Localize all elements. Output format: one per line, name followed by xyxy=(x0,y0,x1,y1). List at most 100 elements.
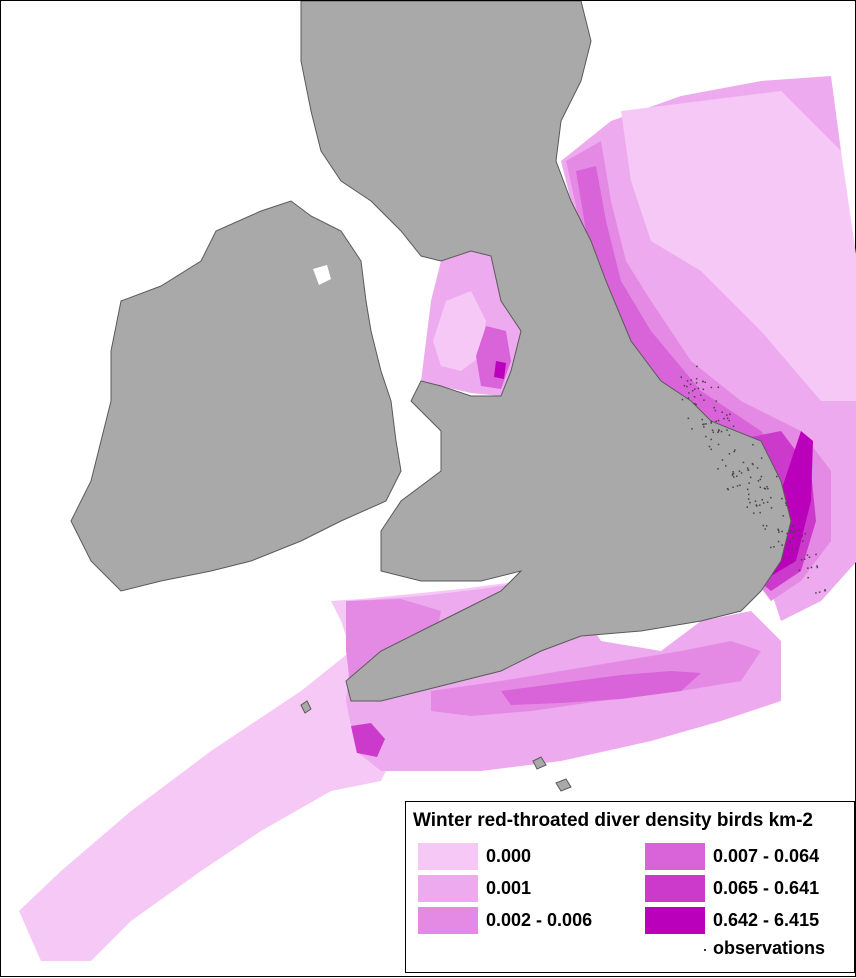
legend-title: Winter red-throated diver density birds … xyxy=(413,810,813,831)
legend-swatch xyxy=(418,842,478,870)
observation-point xyxy=(740,472,743,474)
observation-point xyxy=(688,392,690,394)
observation-point xyxy=(785,502,787,504)
observation-point xyxy=(747,469,749,471)
legend-label: 0.001 xyxy=(486,877,532,898)
observation-point xyxy=(696,365,698,368)
legend-label: 0.065 - 0.641 xyxy=(713,877,820,898)
observation-point xyxy=(710,386,713,389)
observation-point xyxy=(717,419,720,422)
observation-point xyxy=(765,525,768,527)
observation-point xyxy=(792,537,794,539)
observation-point xyxy=(749,501,751,504)
observation-point xyxy=(762,524,764,527)
observation-point xyxy=(770,507,773,509)
observation-point xyxy=(687,417,690,420)
legend-item-class-3: 0.007 - 0.064 xyxy=(645,842,819,870)
observation-point xyxy=(746,488,749,491)
observation-point xyxy=(766,486,768,488)
legend-label: 0.642 - 6.415 xyxy=(713,909,820,930)
observation-point xyxy=(756,505,758,507)
observation-point xyxy=(792,531,794,533)
observation-point xyxy=(726,417,729,420)
observation-point xyxy=(721,411,723,413)
observation-point xyxy=(732,486,734,488)
observation-point xyxy=(800,559,803,561)
observation-point xyxy=(752,463,754,466)
legend-label: 0.007 - 0.064 xyxy=(713,845,820,866)
observation-dot-icon xyxy=(704,949,706,951)
observation-point xyxy=(691,428,693,430)
land-lough-neagh xyxy=(313,265,331,285)
observation-point xyxy=(801,535,803,537)
observation-point xyxy=(710,448,712,451)
observation-point xyxy=(718,430,720,432)
land-ireland xyxy=(70,200,402,592)
observation-point xyxy=(703,423,705,425)
observation-point xyxy=(695,378,698,380)
observation-point xyxy=(703,399,705,401)
observation-point xyxy=(717,431,719,433)
land-channel-islands xyxy=(532,756,572,792)
observation-point xyxy=(732,472,735,475)
observation-point xyxy=(792,525,794,527)
observation-point xyxy=(782,515,785,517)
observation-point xyxy=(695,382,698,384)
density-zone-irishsea-hotspot xyxy=(494,361,506,379)
observation-point xyxy=(781,544,783,546)
observation-point xyxy=(694,402,696,405)
observation-point xyxy=(738,470,741,472)
observation-point xyxy=(693,396,696,398)
observation-point xyxy=(781,530,783,533)
observation-point xyxy=(713,406,715,409)
legend-label: 0.000 xyxy=(486,845,532,866)
observation-point xyxy=(736,485,739,487)
observation-point xyxy=(712,431,715,433)
observation-point xyxy=(818,591,821,593)
observation-point xyxy=(789,530,792,532)
observation-point xyxy=(785,504,788,506)
observation-point xyxy=(795,547,798,549)
observation-point xyxy=(815,592,817,594)
legend-observations-label: observations xyxy=(713,938,826,958)
density-zone-irishsea-level0 xyxy=(433,291,486,371)
observation-point xyxy=(715,400,718,402)
observation-point xyxy=(764,528,766,530)
observation-point xyxy=(686,385,688,388)
observation-point xyxy=(815,553,817,556)
observation-point xyxy=(764,488,767,490)
observation-point xyxy=(770,546,772,549)
observation-point xyxy=(781,497,783,500)
observation-point xyxy=(694,388,696,390)
legend-item-class-4: 0.065 - 0.641 xyxy=(645,874,819,902)
observation-point xyxy=(759,478,762,481)
observation-point xyxy=(791,561,793,564)
observation-point xyxy=(759,511,761,514)
legend-item-class-1: 0.001 xyxy=(418,874,531,902)
observation-point xyxy=(736,475,738,477)
observation-point xyxy=(816,565,818,567)
observation-point xyxy=(728,453,731,455)
observation-point xyxy=(733,476,735,478)
observation-point xyxy=(717,443,720,446)
land-great-britain xyxy=(300,1,792,702)
observation-point xyxy=(807,576,809,579)
observation-point xyxy=(717,386,720,388)
observation-point xyxy=(680,376,682,378)
observation-point xyxy=(732,425,735,427)
observation-point xyxy=(699,394,702,396)
observation-point xyxy=(778,531,780,533)
legend-item-class-2: 0.002 - 0.006 xyxy=(418,906,592,934)
observation-point xyxy=(721,459,724,461)
observation-point xyxy=(804,533,806,535)
land-isles-of-scilly xyxy=(300,700,312,714)
observation-point xyxy=(748,493,750,496)
observation-point xyxy=(798,529,800,532)
observation-point xyxy=(777,540,780,543)
density-zone-channel-level3 xyxy=(501,671,701,705)
observation-point xyxy=(757,480,760,482)
observation-point xyxy=(690,379,692,381)
observation-point xyxy=(802,540,804,542)
observation-point xyxy=(803,558,806,560)
